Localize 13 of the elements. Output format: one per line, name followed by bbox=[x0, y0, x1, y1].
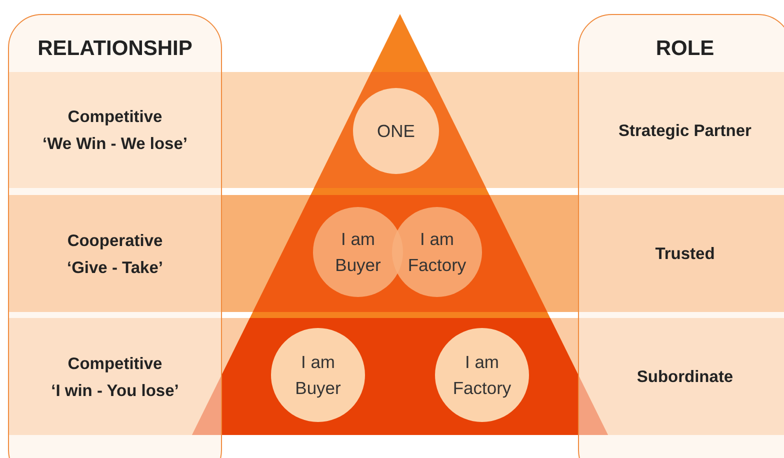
row-label: Trusted bbox=[655, 244, 715, 265]
row-label: Subordinate bbox=[636, 367, 734, 388]
row-label: ‘We Win - We lose’ bbox=[42, 134, 188, 155]
column-heading: RELATIONSHIP bbox=[36, 37, 194, 61]
row-label: ‘I win - You lose’ bbox=[51, 380, 179, 402]
row-label: Competitive bbox=[68, 107, 162, 128]
column-panel bbox=[578, 14, 784, 458]
row-label: Cooperative bbox=[67, 230, 163, 252]
row-label: ‘Give - Take’ bbox=[67, 258, 163, 278]
row-label: Competitive bbox=[68, 354, 162, 374]
column-panel bbox=[8, 14, 222, 458]
row-label: Strategic Partner bbox=[618, 120, 752, 142]
column-heading: ROLE bbox=[654, 37, 716, 61]
